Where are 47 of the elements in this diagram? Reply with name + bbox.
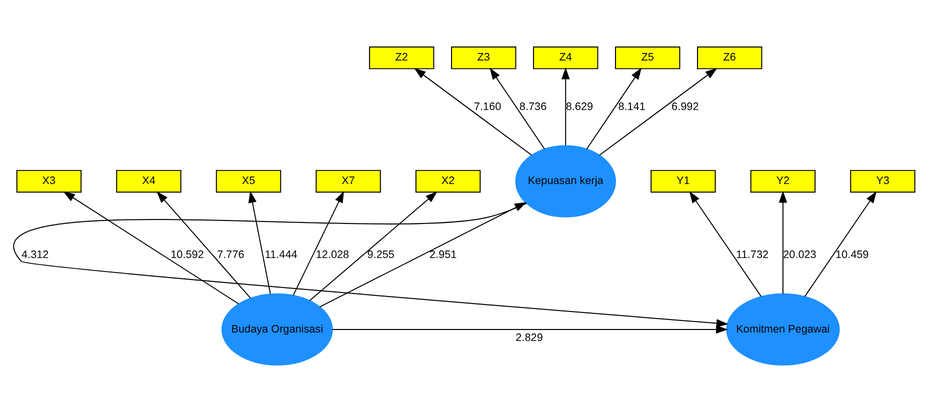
node-box: X5 [216, 170, 282, 193]
node-box: X4 [116, 170, 182, 193]
edge-label: 10.592 [170, 249, 204, 262]
edge-label: 10.459 [836, 249, 869, 262]
arrow [414, 68, 532, 156]
arrow [804, 191, 877, 297]
arrow [561, 67, 570, 146]
node-box: X7 [316, 170, 381, 193]
arrow [490, 68, 545, 150]
arrow [689, 191, 762, 297]
node-box: Z6 [697, 46, 762, 70]
node-ellipse: Budaya Organisasi [221, 293, 333, 366]
edge-label: 11.732 [736, 249, 769, 262]
node-box: Y1 [650, 170, 716, 193]
node-box: X3 [16, 170, 82, 193]
arrow [309, 191, 438, 302]
arrow [156, 191, 252, 299]
node-ellipse: Komitmen Pegawai [726, 293, 840, 366]
edge-label: 8.629 [566, 100, 594, 113]
arrow [292, 190, 344, 296]
arrow [63, 191, 240, 304]
arrow [319, 202, 527, 308]
node-box: Y3 [850, 170, 916, 193]
edge-label: 6.992 [672, 100, 699, 113]
edge-label: 7.776 [217, 249, 244, 262]
arrow [586, 68, 642, 150]
edge-label: 11.444 [264, 249, 298, 262]
edge-label: 12.028 [316, 249, 350, 262]
edge-label: 20.023 [783, 249, 816, 262]
edge-label: 9.255 [367, 249, 394, 262]
arrow [778, 190, 788, 294]
node-box: X2 [415, 170, 481, 193]
edge-label: 4.312 [22, 249, 49, 262]
node-box: Y2 [750, 170, 816, 193]
edge-label: 7.160 [474, 100, 502, 113]
arrow [599, 68, 718, 156]
arrow [248, 190, 271, 294]
arrow [332, 325, 728, 334]
node-box: Z3 [451, 46, 516, 70]
node-box: Z2 [369, 46, 434, 70]
edge-label: 2.829 [516, 332, 543, 344]
edge-label: 8.736 [519, 100, 547, 113]
node-box: Z5 [615, 46, 680, 70]
arrow [13, 202, 728, 328]
edge-label: 2.951 [430, 249, 457, 262]
edge-label: 8.141 [618, 100, 646, 113]
node-box: Z4 [533, 46, 598, 70]
